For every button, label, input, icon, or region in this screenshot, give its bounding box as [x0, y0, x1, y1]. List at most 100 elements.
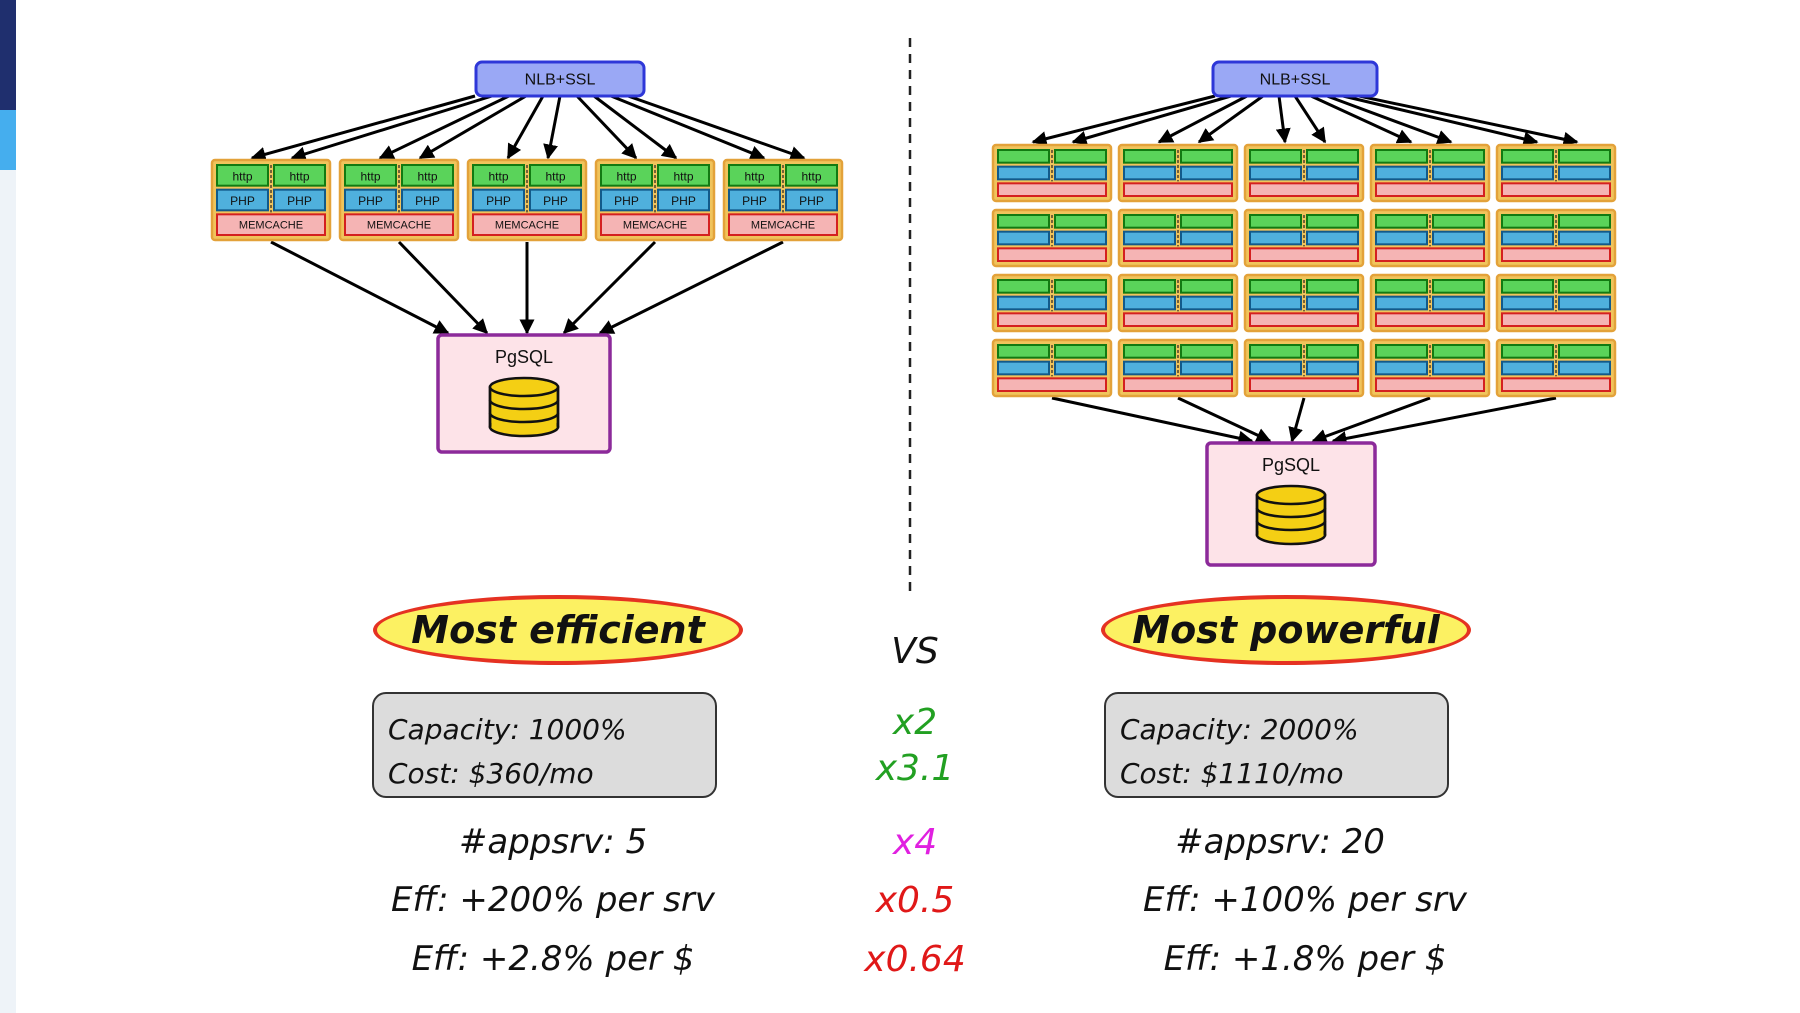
http-block: [1054, 344, 1107, 359]
load-balancer-box: [1211, 60, 1379, 98]
http-block: [1249, 214, 1302, 229]
php-block: [1501, 230, 1554, 246]
http-label: http: [488, 169, 508, 183]
http-block: [785, 164, 838, 187]
http-label: http: [360, 169, 380, 183]
app-server: [1243, 143, 1365, 203]
left-eff-per-srv: Eff: +200% per srv: [391, 880, 715, 920]
php-block: [1501, 295, 1554, 311]
memcache-block: [1501, 312, 1611, 328]
app-server: [991, 273, 1113, 333]
php-block: [1123, 295, 1176, 311]
load-balancer: NLB+SSL: [474, 60, 646, 98]
php-block: [600, 188, 653, 212]
memcache-block: [1249, 312, 1359, 328]
http-block: [344, 164, 397, 187]
php-block: [1306, 295, 1359, 311]
arrow: [1197, 94, 1264, 144]
php-block: [1054, 165, 1107, 181]
arrow: [397, 240, 489, 335]
left-appsrv: #appsrv: 5: [458, 822, 648, 862]
app-server: [1369, 273, 1491, 333]
php-block: [1375, 295, 1428, 311]
http-block: [1306, 344, 1359, 359]
most-efficient-badge: Most efficient: [373, 595, 743, 665]
memcache-block: [344, 213, 454, 236]
right-cost: Cost: $1110/mo: [1120, 757, 1344, 790]
http-block: [1375, 149, 1428, 164]
right-eff-per-dollar: Eff: +1.8% per $: [1163, 939, 1447, 979]
appsrv-ratio: x4: [892, 822, 938, 863]
http-block: [997, 279, 1050, 294]
app-server: [1369, 143, 1491, 203]
php-block: [401, 188, 454, 212]
right-appsrv: #appsrv: 20: [1175, 822, 1385, 862]
database: PgSQL: [1205, 441, 1377, 567]
php-label: PHP: [799, 194, 824, 208]
memcache-block: [1249, 182, 1359, 197]
arrow: [418, 94, 527, 160]
memcache-block: [472, 213, 582, 236]
http-block: [1375, 344, 1428, 359]
memcache-block: [216, 213, 326, 236]
app-server: [1117, 338, 1239, 398]
http-block: [1558, 214, 1611, 229]
right-capacity: Capacity: 2000%: [1120, 713, 1359, 746]
http-block: [1123, 214, 1176, 229]
http-label: http: [289, 169, 309, 183]
load-balancer-box: [474, 60, 646, 98]
memcache-block: [1123, 377, 1233, 393]
capacity-ratio: x2: [892, 702, 938, 743]
http-block: [997, 214, 1050, 229]
app-server: [1495, 338, 1617, 398]
arrow: [543, 95, 562, 160]
database-cylinder-icon: [488, 376, 560, 438]
php-block: [997, 360, 1050, 376]
http-block: [1180, 279, 1233, 294]
http-block: [997, 344, 1050, 359]
memcache-block: [1249, 247, 1359, 262]
php-block: [657, 188, 710, 212]
http-block: [1375, 279, 1428, 294]
php-block: [1432, 230, 1485, 246]
php-label: PHP: [543, 194, 568, 208]
php-block: [1054, 230, 1107, 246]
php-label: PHP: [671, 194, 696, 208]
http-block: [1180, 214, 1233, 229]
php-block: [1054, 295, 1107, 311]
php-block: [1558, 230, 1611, 246]
php-block: [1123, 165, 1176, 181]
http-block: [728, 164, 781, 187]
memcache-block: [997, 377, 1107, 393]
arrow: [1275, 95, 1291, 144]
app-server: [1369, 208, 1491, 268]
left-architecture: NLB+SSLhttpPHPhttpPHPMEMCACHEhttpPHPhttp…: [210, 60, 844, 454]
right-architecture: NLB+SSL PgSQL: [991, 60, 1617, 567]
php-block: [1180, 360, 1233, 376]
http-label: http: [545, 169, 565, 183]
php-block: [1558, 360, 1611, 376]
php-label: PHP: [415, 194, 440, 208]
http-block: [1375, 214, 1428, 229]
most-powerful-badge: Most powerful: [1101, 595, 1471, 665]
arrow: [598, 240, 784, 335]
memcache-block: [1123, 182, 1233, 197]
php-block: [529, 188, 582, 212]
http-block: [1054, 149, 1107, 164]
memcache-block: [997, 182, 1107, 197]
http-label: http: [744, 169, 764, 183]
http-block: [1432, 214, 1485, 229]
arrow: [1157, 94, 1248, 144]
arrow: [1342, 94, 1539, 147]
http-block: [472, 164, 525, 187]
load-balancer: NLB+SSL: [1211, 60, 1379, 98]
vs-label: VS: [891, 631, 939, 672]
php-block: [1375, 165, 1428, 181]
left-stats-box: Capacity: 1000% Cost: $360/mo: [372, 692, 717, 798]
http-block: [1432, 279, 1485, 294]
app-server: [1369, 338, 1491, 398]
app-server: [991, 208, 1113, 268]
memcache-block: [1123, 247, 1233, 262]
